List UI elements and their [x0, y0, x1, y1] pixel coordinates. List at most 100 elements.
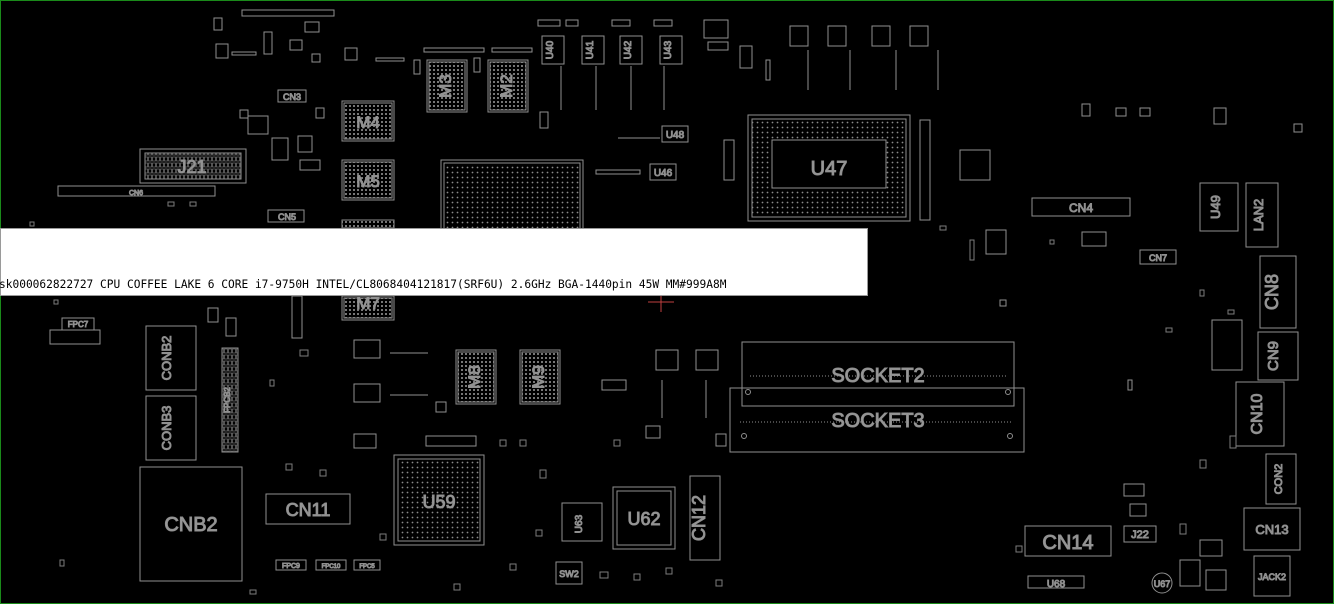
connector-fpcb2[interactable]: FPCB2	[221, 347, 239, 453]
chip-u43[interactable]: U43	[659, 35, 683, 65]
connector-jack2[interactable]: JACK2	[1253, 555, 1291, 597]
chip-bga-main[interactable]	[440, 159, 584, 233]
label-conb2: CONB2	[159, 336, 174, 381]
memory-socket2[interactable]: SOCKET2	[741, 341, 1015, 407]
label-cn14: CN14	[1042, 532, 1093, 554]
label-conb3: CONB3	[159, 406, 174, 451]
connector-fpc5[interactable]: FPC5	[353, 559, 381, 571]
label-u62: U62	[627, 509, 660, 529]
chip-u47-cpu[interactable]: U47	[747, 114, 911, 222]
label-u42: U42	[623, 40, 634, 59]
chip-m5[interactable]: M5	[341, 159, 395, 201]
label-cn4: CN4	[1069, 201, 1093, 215]
label-socket3: SOCKET3	[831, 410, 924, 432]
label-cn10: CN10	[1249, 393, 1266, 434]
label-u48: U48	[666, 130, 685, 141]
connector-lan2[interactable]: LAN2	[1245, 182, 1279, 248]
chip-u46[interactable]: U46	[649, 163, 677, 181]
chip-m9[interactable]: M9	[519, 349, 561, 405]
label-socket2: SOCKET2	[831, 365, 924, 387]
connector-fpc7[interactable]: FPC7	[61, 317, 95, 331]
label-m8: M8	[465, 365, 484, 389]
label-m5: M5	[356, 172, 380, 191]
connector-cn5[interactable]: CN5	[267, 209, 305, 223]
label-cn11: CN11	[286, 500, 331, 520]
label-cn3: CN3	[283, 92, 301, 102]
label-fpcb2: FPCB2	[223, 387, 232, 413]
chip-u48[interactable]: U48	[661, 125, 689, 143]
label-u67: U67	[1154, 579, 1171, 589]
chip-u41[interactable]: U41	[581, 35, 605, 65]
connector-conb2[interactable]: CONB2	[145, 325, 197, 391]
connector-cn12[interactable]: CN12	[689, 475, 721, 561]
chip-m8[interactable]: M8	[455, 349, 497, 405]
chip-u49[interactable]: U49	[1199, 182, 1239, 232]
label-sw2: SW2	[559, 569, 579, 579]
label-j21: J21	[177, 157, 206, 177]
switch-sw2[interactable]: SW2	[555, 561, 583, 585]
label-cn13: CN13	[1255, 522, 1288, 537]
component-tooltip: sk000062822727 CPU COFFEE LAKE 6 CORE i7…	[0, 228, 868, 296]
connector-fpc10[interactable]: FPC10	[315, 559, 347, 571]
memory-socket3[interactable]: SOCKET3	[729, 387, 1025, 453]
label-u40: U40	[545, 40, 556, 59]
label-cn9: CN9	[1265, 341, 1282, 371]
label-fpc10: FPC10	[322, 564, 341, 570]
connector-cnb2[interactable]: CNB2	[139, 466, 243, 582]
label-cn12: CN12	[689, 495, 709, 541]
label-m7: M7	[356, 294, 380, 313]
label-m2: M2	[497, 74, 516, 98]
label-j22: J22	[1131, 529, 1149, 541]
connector-cn6[interactable]: CN6	[57, 185, 216, 198]
connector-cn9[interactable]: CN9	[1257, 331, 1299, 381]
chip-u67[interactable]: U67	[1151, 572, 1173, 594]
label-cn5: CN5	[278, 212, 296, 222]
label-cn7: CN7	[1149, 253, 1167, 263]
label-u46: U46	[654, 168, 673, 179]
connector-cn7[interactable]: CN7	[1139, 249, 1177, 265]
label-fpc9: FPC9	[282, 563, 300, 570]
chip-m3[interactable]: M3	[426, 59, 468, 113]
chip-u40[interactable]: U40	[541, 35, 565, 65]
connector-cn11[interactable]: CN11	[265, 493, 351, 525]
label-fpc5: FPC5	[359, 564, 375, 570]
label-u63: U63	[574, 514, 585, 533]
connector-con2[interactable]: CON2	[1265, 453, 1297, 505]
connector-cn14[interactable]: CN14	[1024, 525, 1112, 557]
label-con2: CON2	[1273, 464, 1285, 495]
label-lan2: LAN2	[1251, 199, 1266, 232]
connector-cn10[interactable]: CN10	[1235, 381, 1285, 447]
label-u43: U43	[663, 40, 674, 59]
chip-u63[interactable]: U63	[561, 502, 603, 542]
label-u68: U68	[1047, 579, 1066, 590]
chip-u42[interactable]: U42	[619, 35, 643, 65]
label-u47: U47	[811, 158, 848, 180]
label-cnb2: CNB2	[164, 514, 217, 536]
label-cn8: CN8	[1262, 274, 1282, 310]
label-fpc7: FPC7	[68, 320, 89, 329]
chip-m7[interactable]: M7	[341, 294, 395, 321]
connector-cn13[interactable]: CN13	[1243, 507, 1301, 551]
connector-cn8[interactable]: CN8	[1259, 255, 1297, 329]
connector-j22[interactable]: J22	[1123, 525, 1157, 543]
label-cn6: CN6	[129, 190, 143, 197]
connector-fpc9[interactable]: FPC9	[275, 559, 307, 571]
chip-u62[interactable]: U62	[612, 486, 676, 550]
label-u59: U59	[422, 492, 455, 512]
chip-m2[interactable]: M2	[487, 59, 529, 113]
tooltip-text: sk000062822727 CPU COFFEE LAKE 6 CORE i7…	[0, 278, 727, 291]
connector-cn3[interactable]: CN3	[277, 89, 307, 103]
chip-u68[interactable]: U68	[1027, 575, 1085, 591]
connector-conb3[interactable]: CONB3	[145, 395, 197, 461]
connector-cn4[interactable]: CN4	[1031, 197, 1131, 217]
label-u49: U49	[1208, 195, 1223, 219]
label-m9: M9	[529, 365, 548, 389]
chip-u59[interactable]: U59	[393, 454, 485, 546]
label-m3: M3	[436, 74, 455, 98]
connector-j21[interactable]: J21	[139, 148, 247, 184]
label-m4: M4	[356, 113, 380, 132]
label-u41: U41	[585, 40, 596, 59]
chip-m4[interactable]: M4	[341, 100, 395, 142]
label-jack2: JACK2	[1258, 572, 1286, 582]
